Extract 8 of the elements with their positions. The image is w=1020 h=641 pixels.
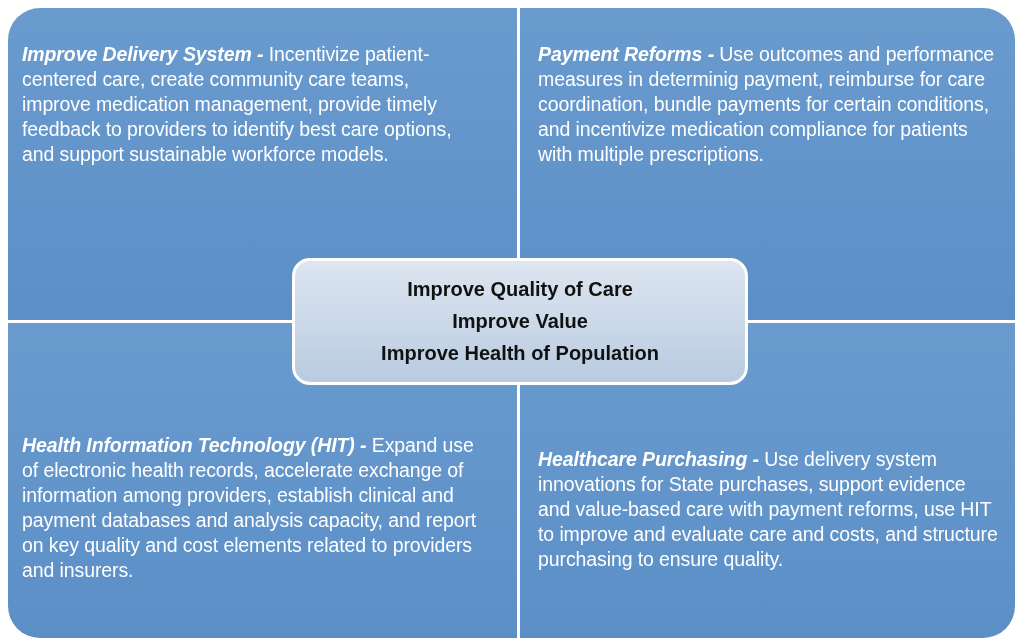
goal-box (292, 258, 748, 385)
goal-text: Improve Quality of Care (407, 278, 633, 301)
description-text: Improve Delivery System - Incentivize patient-centered care, create community care teams, improve medication management, provide timely feedback to providers to identify best care options, and support sustainable workforce models. (22, 42, 453, 167)
goal-text: Improve Health of Population (381, 342, 659, 365)
description-text: Payment Reforms - Use outcomes and performance measures in determinig payment, reimburse for care coordination, bundle payments for certain conditions, and incentivize medication compliance for patients with multiple prescriptions. (538, 42, 996, 167)
goal-text: Improve Value (452, 310, 588, 333)
description-text: Health Information Technology (HIT) - Expand use of electronic health records, accelerate exchange of information among providers, establish clinical and payment databases and analysis capacity, and report on key quality and cost elements related to providers and insurers. (22, 433, 478, 583)
description-text: Healthcare Purchasing - Use delivery system innovations for State purchases, support evidence and value-based care with payment reforms, use HIT to improve and evaluate care and costs, and structure purchasing to ensure quality. (538, 447, 999, 572)
